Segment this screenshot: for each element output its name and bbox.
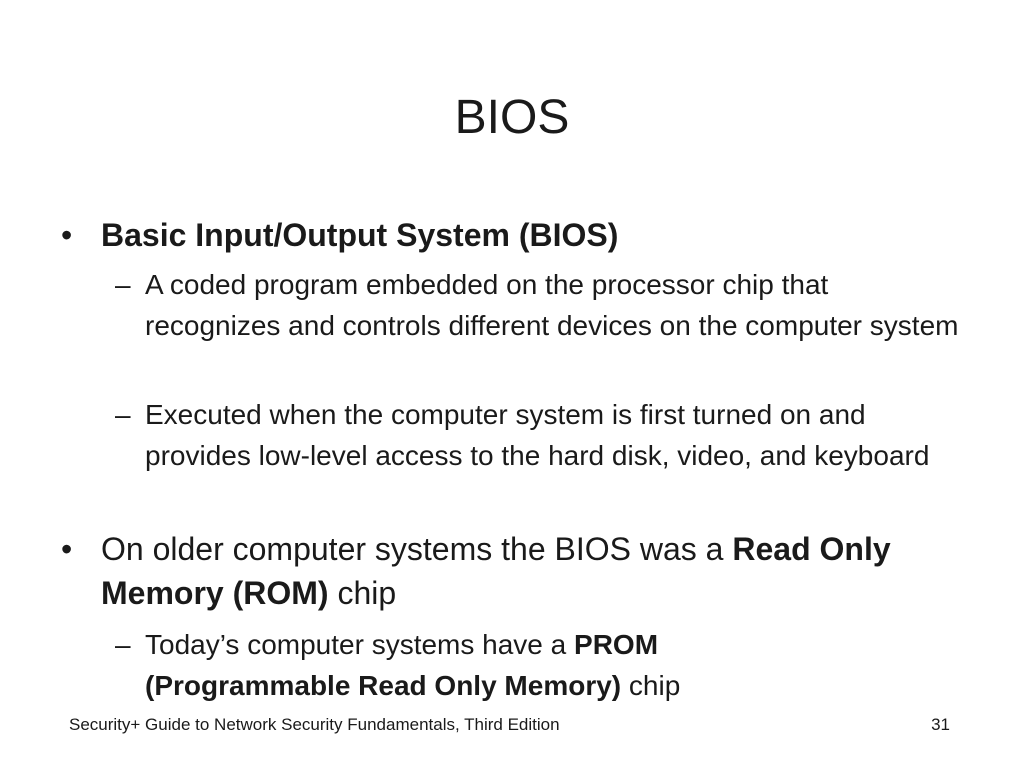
sub-bullet-2-1-text-bold: PROM (Programmable Read Only Memory) — [145, 629, 659, 701]
bullet-1: • Basic Input/Output System (BIOS) — [61, 213, 961, 257]
sub-bullet-marker: – — [115, 399, 131, 430]
sub-bullet-1-2: – Executed when the computer system is f… — [115, 394, 975, 476]
footer-page-number: 31 — [931, 715, 950, 734]
bullet-marker: • — [61, 531, 73, 567]
bullet-2-text-bold: Read Only Memory (ROM) — [101, 531, 891, 611]
bullet-marker: • — [61, 217, 73, 253]
sub-bullet-1-2-text: Executed when the computer system is fir… — [145, 399, 930, 471]
sub-bullet-marker: – — [115, 629, 131, 660]
footer-source: Security+ Guide to Network Security Fund… — [69, 715, 560, 734]
slide-title: BIOS — [454, 91, 570, 144]
sub-bullet-2-1: – Today’s computer systems have a PROM (… — [115, 624, 845, 706]
sub-bullet-marker: – — [115, 269, 131, 300]
bullet-1-text: Basic Input/Output System (BIOS) — [101, 217, 619, 253]
bullet-2-text-after: chip — [328, 575, 397, 611]
sub-bullet-1-1-text: A coded program embedded on the processo… — [145, 269, 959, 341]
bullet-2: • On older computer systems the BIOS was… — [61, 527, 961, 615]
sub-bullet-1-1: – A coded program embedded on the proces… — [115, 264, 965, 346]
sub-bullet-2-1-text-after: chip — [621, 670, 681, 701]
sub-bullet-2-1-text-before: Today’s computer systems have a — [145, 629, 575, 660]
bullet-2-text-before: On older computer systems the BIOS was a — [101, 531, 733, 567]
